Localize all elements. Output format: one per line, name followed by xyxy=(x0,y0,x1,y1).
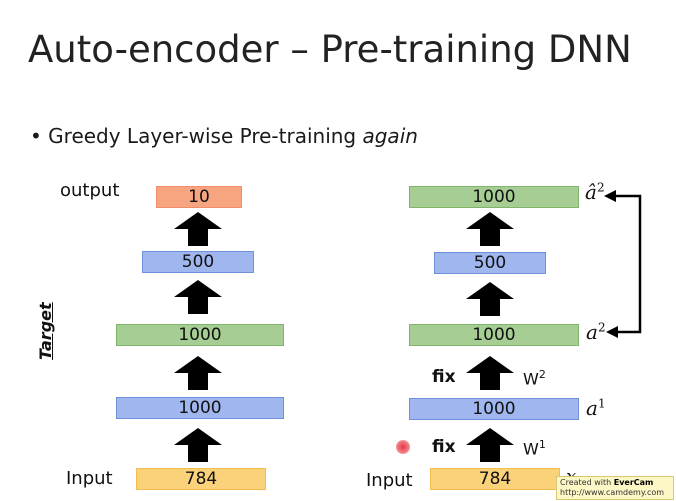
bullet-dot: • xyxy=(30,124,49,148)
right-input-layer: 784 xyxy=(430,468,560,490)
bullet-emphasis: again xyxy=(362,124,418,148)
up-arrow-icon xyxy=(466,428,514,462)
up-arrow-icon xyxy=(466,282,514,316)
left-output-layer: 10 xyxy=(156,186,242,208)
a-2-label: a2 xyxy=(586,320,606,344)
left-input-label: Input xyxy=(66,468,113,489)
evercam-watermark: Created with EverCam http://www.camdemy.… xyxy=(556,476,674,500)
left-output-label: output xyxy=(60,180,120,201)
fix-label-top: fix xyxy=(432,367,456,387)
w1-label: W1 xyxy=(523,438,546,459)
up-arrow-icon xyxy=(174,212,222,246)
left-hidden-layer-1: 1000 xyxy=(116,397,284,419)
right-input-label: Input xyxy=(366,470,413,491)
right-a1-layer: 1000 xyxy=(409,398,579,420)
a-hat-2-label: â2 xyxy=(585,180,605,204)
left-hidden-layer-2: 1000 xyxy=(116,324,284,346)
up-arrow-icon xyxy=(174,280,222,314)
bullet-item: • Greedy Layer-wise Pre-training again xyxy=(30,124,418,148)
right-reconstruction-layer: 1000 xyxy=(409,186,579,208)
slide-title: Auto-encoder – Pre-training DNN xyxy=(28,28,632,71)
a-1-label: a1 xyxy=(586,396,606,420)
target-label: Target xyxy=(36,302,55,360)
left-hidden-layer-3: 500 xyxy=(142,251,254,273)
up-arrow-icon xyxy=(174,428,222,462)
right-a2-layer: 1000 xyxy=(409,324,579,346)
w2-label: W2 xyxy=(523,368,546,389)
cursor-pointer-dot xyxy=(396,440,410,454)
up-arrow-icon xyxy=(174,356,222,390)
up-arrow-icon xyxy=(466,356,514,390)
up-arrow-icon xyxy=(466,212,514,246)
fix-label-bottom: fix xyxy=(432,437,456,457)
left-input-layer: 784 xyxy=(136,468,266,490)
bullet-text: Greedy Layer-wise Pre-training xyxy=(48,124,357,148)
feedback-bracket-arrow xyxy=(604,190,642,338)
right-hidden-layer: 500 xyxy=(434,252,546,274)
